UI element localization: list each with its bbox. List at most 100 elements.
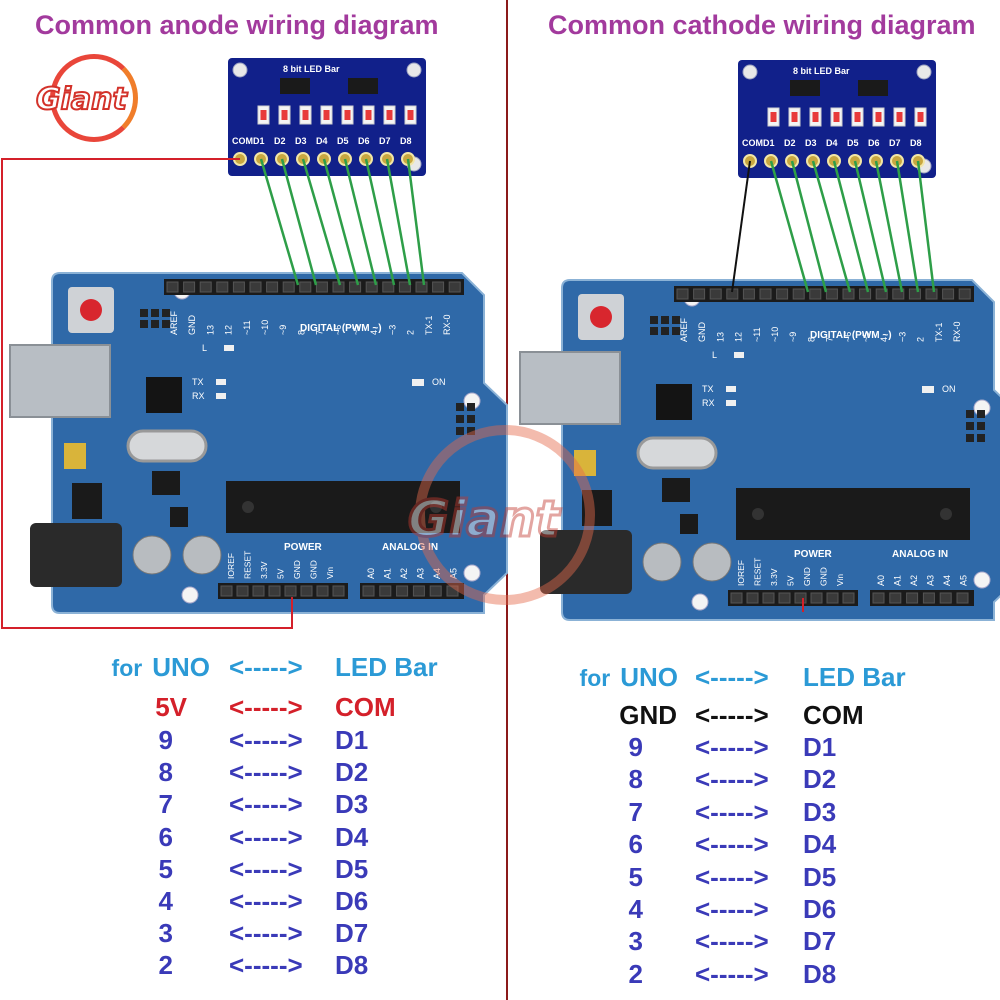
header-socket-icon bbox=[249, 281, 262, 293]
power-pin-label: Vin bbox=[325, 567, 335, 579]
led-lens-icon bbox=[365, 110, 372, 120]
header-socket-icon bbox=[220, 585, 233, 597]
arrow: <-----> bbox=[695, 796, 769, 827]
uno-pin: 9 bbox=[628, 732, 643, 762]
arrow: <-----> bbox=[695, 700, 769, 730]
arrow: <-----> bbox=[229, 652, 303, 682]
header-socket-icon bbox=[958, 288, 971, 300]
header-socket-icon bbox=[709, 288, 722, 300]
header-socket-icon bbox=[762, 592, 775, 604]
header-pin-label: ~6 bbox=[843, 332, 853, 342]
uno-pin: 7 bbox=[158, 789, 173, 820]
header-pin-label: ~11 bbox=[752, 327, 762, 342]
power-pin-label: IOREF bbox=[226, 553, 236, 579]
led-bar-header: LED Bar bbox=[803, 662, 906, 692]
led-pin: D2 bbox=[803, 764, 837, 795]
arrow: <-----> bbox=[229, 789, 303, 820]
chip-icon bbox=[680, 514, 698, 534]
led-lens-icon bbox=[833, 112, 840, 122]
icsp-pin-icon bbox=[661, 327, 669, 335]
mounting-hole-icon bbox=[691, 593, 709, 611]
arrow: <-----> bbox=[229, 886, 303, 916]
power-header bbox=[218, 583, 348, 599]
uno-header: UNO bbox=[620, 662, 678, 692]
capacitor-icon bbox=[692, 542, 732, 582]
uno-pin: 9 bbox=[158, 725, 173, 755]
led-pin: D7 bbox=[335, 918, 369, 949]
arrow: <-----> bbox=[695, 926, 769, 957]
for-label: for bbox=[579, 665, 611, 691]
icsp-pin-icon bbox=[672, 316, 680, 324]
watermark-text: Giant bbox=[406, 489, 560, 550]
uno-pin: 8 bbox=[158, 757, 173, 788]
green-wire bbox=[364, 158, 396, 286]
analog-title: ANALOG IN bbox=[892, 549, 948, 560]
uno-pin: 5 bbox=[628, 861, 643, 892]
led-pin-label: D1 bbox=[253, 136, 265, 146]
capacitor-icon bbox=[132, 535, 172, 575]
uno-pin: 3 bbox=[158, 918, 173, 949]
led-lens-icon bbox=[875, 112, 882, 122]
arrow: <-----> bbox=[229, 821, 303, 852]
smd-led-icon bbox=[726, 400, 736, 406]
header-socket-icon bbox=[693, 288, 706, 300]
led-pin: D1 bbox=[335, 725, 369, 755]
green-wire bbox=[853, 160, 888, 293]
mounting-hole-icon bbox=[742, 64, 758, 80]
header-socket-icon bbox=[448, 281, 461, 293]
header-pin-label: ~5 bbox=[351, 325, 361, 335]
chip-notch-icon bbox=[940, 508, 952, 520]
icsp-pin-icon bbox=[977, 434, 985, 442]
icsp-pin-icon bbox=[661, 316, 669, 324]
led-pin-label: D7 bbox=[889, 138, 901, 148]
header-socket-icon bbox=[299, 281, 312, 293]
chip-icon bbox=[152, 471, 180, 495]
green-wire bbox=[259, 158, 300, 286]
green-wire bbox=[343, 158, 378, 286]
power-title: POWER bbox=[284, 542, 323, 553]
icsp-pin-icon bbox=[467, 415, 475, 423]
led-label-on: ON bbox=[432, 377, 446, 387]
chip-notch-icon bbox=[242, 501, 254, 513]
header-socket-icon bbox=[956, 592, 969, 604]
smd-led-icon bbox=[216, 393, 226, 399]
header-socket-icon bbox=[252, 585, 265, 597]
arrow: <-----> bbox=[229, 757, 303, 788]
header-pin-label: 12 bbox=[734, 332, 744, 342]
led-label-rx: RX bbox=[702, 398, 715, 408]
header-pin-label: ~11 bbox=[242, 320, 252, 335]
uno-pin: 7 bbox=[628, 796, 643, 827]
led-label-tx: TX bbox=[192, 377, 204, 387]
header-socket-icon bbox=[199, 281, 212, 293]
header-socket-icon bbox=[166, 281, 179, 293]
green-wire bbox=[895, 160, 920, 293]
header-socket-icon bbox=[412, 585, 425, 597]
led-pin-label: D5 bbox=[847, 138, 859, 148]
arrow: <-----> bbox=[229, 692, 303, 722]
chip-icon bbox=[348, 78, 378, 94]
logo-text: Giant bbox=[35, 81, 128, 118]
header-pin-label: ~3 bbox=[897, 332, 907, 342]
smd-led-icon bbox=[224, 345, 234, 351]
watermark-ring-icon bbox=[415, 425, 595, 605]
led-lens-icon bbox=[791, 112, 798, 122]
header-socket-icon bbox=[809, 288, 822, 300]
header-socket-icon bbox=[398, 281, 411, 293]
power-pin-label: GND bbox=[292, 560, 302, 579]
uno-pin: 4 bbox=[158, 886, 173, 916]
green-wire bbox=[280, 158, 318, 286]
power-header bbox=[728, 590, 858, 606]
smd-led-icon bbox=[734, 352, 744, 358]
header-socket-icon bbox=[778, 592, 791, 604]
header-socket-icon bbox=[676, 288, 689, 300]
atmega-chip-icon bbox=[736, 488, 970, 540]
dc-jack-icon bbox=[30, 523, 122, 587]
arrow: <-----> bbox=[695, 958, 769, 989]
header-pin-label: 7 bbox=[315, 330, 325, 335]
header-pin-label: 8 bbox=[296, 330, 306, 335]
capacitor-icon bbox=[182, 535, 222, 575]
led-pin: D5 bbox=[803, 861, 837, 892]
